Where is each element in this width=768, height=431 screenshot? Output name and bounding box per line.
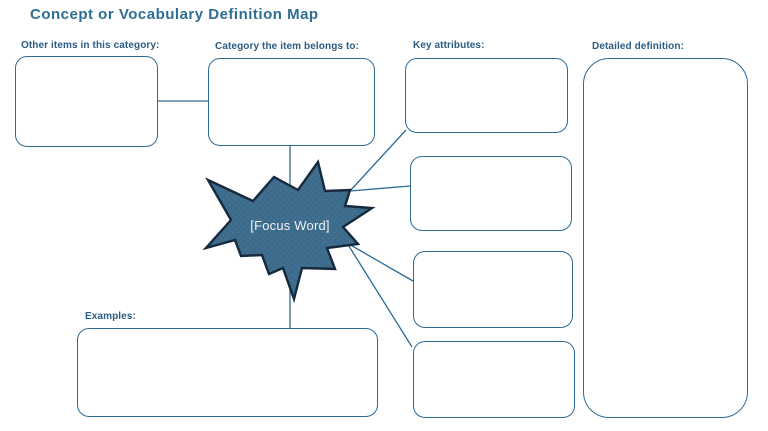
category-box[interactable]: [208, 58, 375, 146]
connector-star-to-attr3: [346, 242, 414, 282]
key-attribute-box-3[interactable]: [413, 251, 573, 328]
key-attribute-box-4[interactable]: [413, 341, 575, 418]
detailed-definition-label: Detailed definition:: [592, 41, 684, 52]
connector-star-to-attr1: [349, 129, 407, 192]
focus-word-text[interactable]: [Focus Word]: [250, 218, 330, 233]
connector-star-to-attr4: [346, 242, 413, 348]
focus-starburst-shape[interactable]: [202, 159, 376, 304]
connector-star-to-attr2: [349, 185, 411, 192]
other-items-box[interactable]: [15, 56, 158, 147]
examples-label: Examples:: [85, 311, 136, 322]
other-items-label: Other items in this category:: [21, 40, 160, 51]
page-title: Concept or Vocabulary Definition Map: [30, 6, 319, 23]
key-attributes-label: Key attributes:: [413, 40, 485, 51]
key-attribute-box-1[interactable]: [405, 58, 568, 133]
examples-box[interactable]: [77, 328, 378, 417]
category-label: Category the item belongs to:: [215, 41, 360, 52]
detailed-definition-box[interactable]: [583, 58, 748, 418]
key-attribute-box-2[interactable]: [410, 156, 572, 231]
